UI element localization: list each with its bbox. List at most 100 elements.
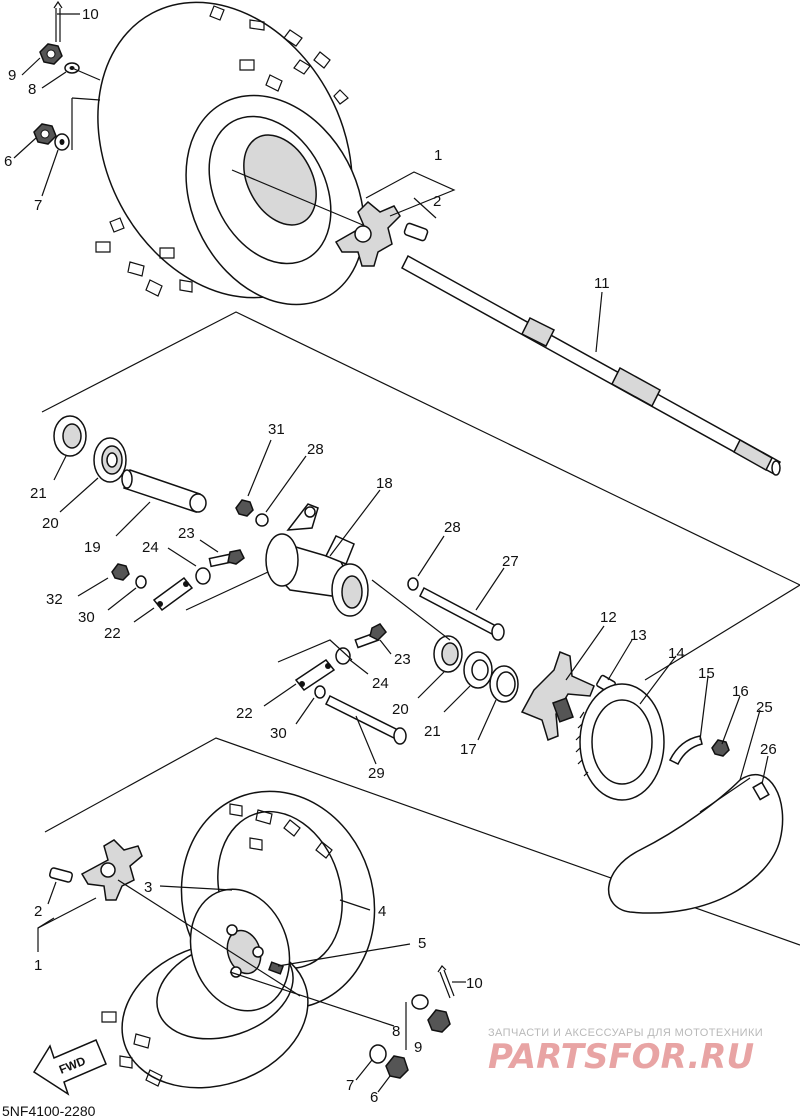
callout-11: 11 xyxy=(594,275,610,292)
callout-2-bottom: 2 xyxy=(34,903,42,920)
wheel-rim xyxy=(189,888,291,1012)
cotter-pin-top xyxy=(53,0,63,42)
adjuster-plate-left xyxy=(152,576,194,612)
callout-10-top: 10 xyxy=(82,6,99,23)
drive-chain xyxy=(607,773,784,914)
callout-20-top: 20 xyxy=(42,515,59,532)
callout-29: 29 xyxy=(368,765,385,782)
callout-13: 13 xyxy=(630,627,647,644)
washer-bottom-7 xyxy=(369,1044,387,1064)
callout-26: 26 xyxy=(760,741,777,758)
castle-nut-bottom xyxy=(427,1009,451,1033)
callout-19: 19 xyxy=(84,539,101,556)
nut-32 xyxy=(111,563,130,581)
oil-seal-21-mid xyxy=(463,651,493,689)
bearing-20-mid xyxy=(433,635,463,673)
callout-1-top: 1 xyxy=(434,147,442,164)
callout-24-top: 24 xyxy=(142,539,159,556)
callout-18: 18 xyxy=(376,475,393,492)
callout-15: 15 xyxy=(698,665,715,682)
callout-32: 32 xyxy=(46,591,63,608)
callout-31: 31 xyxy=(268,421,285,438)
washer-28-mid xyxy=(407,577,419,591)
spacer-24-mid xyxy=(335,647,351,665)
rear-tire-top xyxy=(95,1,371,306)
axle-collar xyxy=(121,469,207,513)
callout-7-bottom: 7 xyxy=(346,1077,354,1094)
callout-30-left: 30 xyxy=(78,609,95,626)
adjuster-plate-mid xyxy=(294,658,336,692)
callout-9-top: 9 xyxy=(8,67,16,84)
callout-8-bottom: 8 xyxy=(392,1023,400,1040)
cotter-pin-bottom xyxy=(437,965,455,999)
watermark: ЗАПЧАСТИ И АКСЕССУАРЫ ДЛЯ МОТОТЕХНИКИ PA… xyxy=(488,1027,763,1077)
callout-1-bottom: 1 xyxy=(34,957,42,974)
axle-group-outline xyxy=(41,311,800,681)
callout-12: 12 xyxy=(600,609,617,626)
castle-nut-top xyxy=(39,43,63,65)
callout-14: 14 xyxy=(668,645,685,662)
callout-16: 16 xyxy=(732,683,749,700)
callout-22-mid: 22 xyxy=(236,705,253,722)
callout-25: 25 xyxy=(756,699,773,716)
callout-3: 3 xyxy=(144,879,152,896)
callout-7-top: 7 xyxy=(34,197,42,214)
callout-2-top: 2 xyxy=(433,193,441,210)
nut-16 xyxy=(711,739,730,757)
nut-mid-left xyxy=(33,123,57,145)
wheel-stud-bottom xyxy=(49,867,73,883)
callout-23-mid: 23 xyxy=(394,651,411,668)
callout-23-top: 23 xyxy=(178,525,195,542)
spacer-24-top xyxy=(195,567,211,585)
callout-4: 4 xyxy=(378,903,386,920)
hub-flange-top xyxy=(334,200,401,267)
valve-stem xyxy=(268,961,284,975)
rear-axle-hub xyxy=(265,503,369,617)
callout-5: 5 xyxy=(418,935,426,952)
nut-bottom-6 xyxy=(385,1055,409,1079)
callout-9-bottom: 9 xyxy=(414,1039,422,1056)
washer-28-top xyxy=(255,513,269,527)
callout-8-top: 8 xyxy=(28,81,36,98)
sprocket-hub xyxy=(520,651,595,742)
bolt-29 xyxy=(324,694,407,745)
callout-24-mid: 24 xyxy=(372,675,389,692)
washer-30-left xyxy=(135,575,147,589)
wheel-group-outline xyxy=(44,737,800,946)
lock-washer-15 xyxy=(668,735,703,766)
seal-17 xyxy=(489,665,519,703)
washer-30-mid xyxy=(314,685,326,699)
callout-22-left: 22 xyxy=(104,625,121,642)
diagram-code: 5NF4100-2280 xyxy=(2,1103,96,1119)
leader-lines xyxy=(13,13,769,1093)
callout-30-mid: 30 xyxy=(270,725,287,742)
callout-labels: 10 9 8 6 7 1 2 11 21 20 19 31 28 18 23 2… xyxy=(4,6,777,1106)
callout-6-bottom: 6 xyxy=(370,1089,378,1106)
wheel-stud-top xyxy=(403,222,429,242)
callout-10-bottom: 10 xyxy=(466,975,483,992)
bearing-left xyxy=(93,437,127,483)
drive-sprocket xyxy=(575,683,665,801)
nut-31 xyxy=(235,499,254,517)
bolt-23-top xyxy=(208,549,245,568)
callout-27: 27 xyxy=(502,553,519,570)
callout-28-top: 28 xyxy=(307,441,324,458)
callout-6-top: 6 xyxy=(4,153,12,170)
callout-21-top: 21 xyxy=(30,485,47,502)
hub-flange-bottom xyxy=(80,839,143,901)
chain-joint-26 xyxy=(752,781,770,801)
washer-mid-left xyxy=(54,133,70,151)
watermark-tagline: ЗАПЧАСТИ И АКСЕССУАРЫ ДЛЯ МОТОТЕХНИКИ xyxy=(488,1027,763,1039)
bolt-27 xyxy=(419,586,505,641)
callout-21-mid: 21 xyxy=(424,723,441,740)
watermark-brand: PARTSFOR.RU xyxy=(488,1037,754,1077)
callout-17: 17 xyxy=(460,741,477,758)
callout-20-mid: 20 xyxy=(392,701,409,718)
callout-28-mid: 28 xyxy=(444,519,461,536)
bolt-23-mid xyxy=(354,623,387,649)
rear-axle xyxy=(401,254,781,476)
washer-bottom-8 xyxy=(411,994,429,1010)
oil-seal-left xyxy=(53,415,87,457)
fwd-arrow: FWD xyxy=(32,1039,107,1096)
